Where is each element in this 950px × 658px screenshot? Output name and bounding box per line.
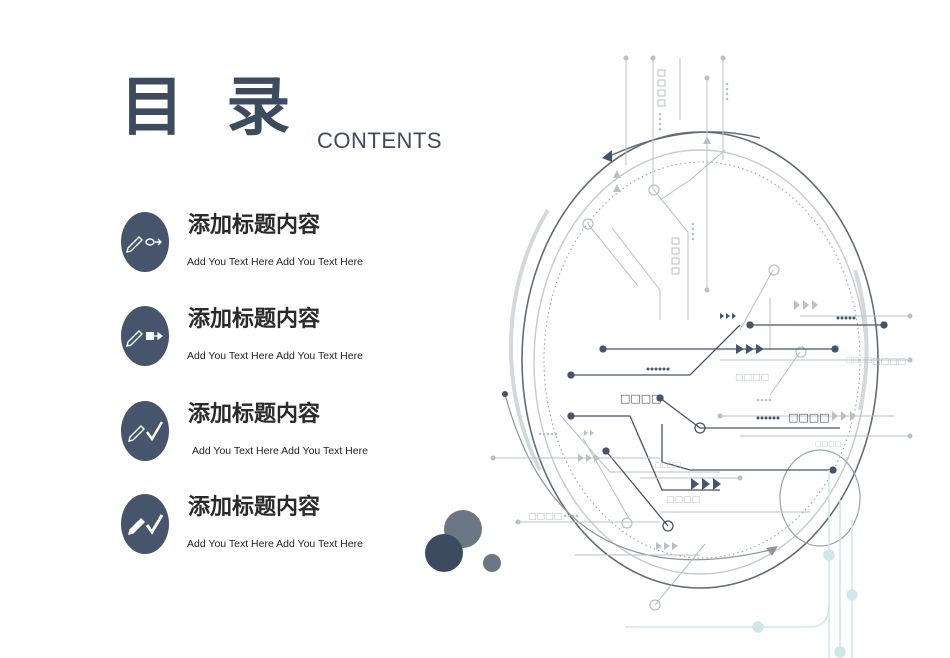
toc-item-heading: 添加标题内容	[188, 495, 321, 520]
pencil-check-icon	[121, 494, 169, 554]
toc-item-3[interactable]: 添加标题内容 Add You Text Here Add You Text He…	[121, 401, 441, 463]
pencil-plug-icon	[121, 306, 169, 366]
pencil-check-icon	[121, 401, 169, 461]
circuit-label: □□□□	[735, 373, 769, 383]
toc-item-1[interactable]: 添加标题内容 Add You Text Here Add You Text He…	[121, 212, 441, 274]
toc-item-4[interactable]: 添加标题内容 Add You Text Here Add You Text He…	[121, 494, 441, 556]
page-subtitle: CONTENTS	[317, 128, 442, 153]
page-title: 目 录	[120, 71, 301, 145]
toc-item-desc: Add You Text Here Add You Text Here	[187, 350, 363, 362]
toc-item-desc: Add You Text Here Add You Text Here	[192, 445, 368, 457]
circuit-label: □□□□	[620, 392, 662, 405]
bubble	[425, 534, 463, 572]
circuit-label: □□□□	[788, 411, 830, 424]
circuit-label: □□□□	[815, 440, 841, 448]
toc-item-heading: 添加标题内容	[188, 213, 321, 238]
toc-item-heading: 添加标题内容	[188, 402, 321, 427]
bubble	[483, 554, 501, 572]
toc-item-desc: Add You Text Here Add You Text Here	[187, 538, 363, 550]
circuit-label: □□□□	[528, 512, 562, 522]
toc-item-desc: Add You Text Here Add You Text Here	[187, 256, 363, 268]
toc-item-heading: 添加标题内容	[188, 307, 321, 332]
circuit-label: □□□□	[872, 357, 906, 367]
circuit-label: □□□□	[655, 461, 681, 469]
toc-item-2[interactable]: 添加标题内容 Add You Text Here Add You Text He…	[121, 306, 441, 368]
pencil-link-icon	[121, 212, 169, 272]
circuit-label: □□□□	[666, 495, 700, 505]
circuit-label: □□□□	[846, 356, 872, 364]
